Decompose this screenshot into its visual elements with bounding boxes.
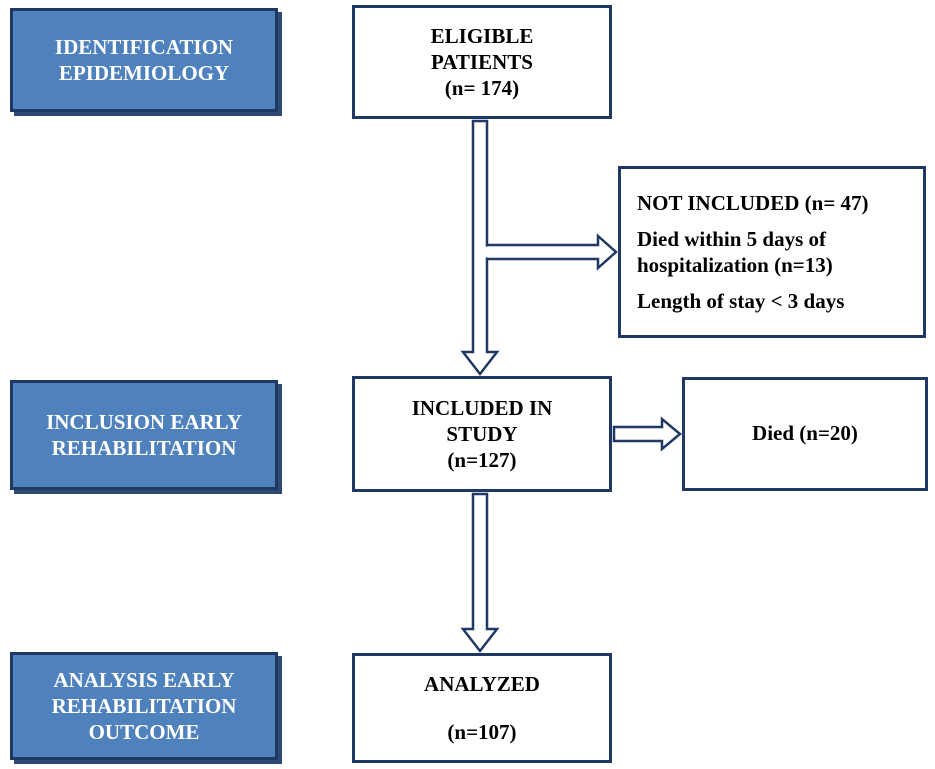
analyzed-line-1: ANALYZED xyxy=(424,671,540,696)
included-line-2: STUDY xyxy=(446,421,518,446)
phase-analysis-box: ANALYSIS EARLY REHABILITATION OUTCOME xyxy=(10,652,278,760)
arrow-right-to-died xyxy=(612,416,682,452)
not-included-line-4: Length of stay < 3 days xyxy=(637,289,845,314)
not-included-box: NOT INCLUDED (n= 47) Died within 5 days … xyxy=(618,166,926,338)
analyzed-box: ANALYZED (n=107) xyxy=(352,653,612,763)
not-included-line-2: Died within 5 days of xyxy=(637,226,827,251)
phase-inclusion-box: INCLUSION EARLY REHABILITATION xyxy=(10,380,278,490)
eligible-line-3: (n= 174) xyxy=(444,76,520,101)
eligible-line-1: ELIGIBLE xyxy=(430,23,534,48)
phase-analysis-line-3: OUTCOME xyxy=(88,720,200,745)
included-line-3: (n=127) xyxy=(447,448,517,473)
phase-analysis-line-2: REHABILITATION xyxy=(51,693,237,718)
phase-identification-line-2: EPIDEMIOLOGY xyxy=(58,61,230,85)
not-included-line-3: hospitalization (n=13) xyxy=(637,253,833,277)
died-box: Died (n=20) xyxy=(682,377,928,491)
died-line-1: Died (n=20) xyxy=(752,421,858,445)
phase-inclusion-line-1: INCLUSION EARLY xyxy=(46,409,242,434)
arrow-down-included-to-analyzed xyxy=(460,492,500,654)
arrow-down-eligible-to-included xyxy=(460,119,500,377)
included-line-1: INCLUDED IN xyxy=(411,395,553,420)
included-in-study-box: INCLUDED IN STUDY (n=127) xyxy=(352,376,612,492)
analyzed-line-2: (n=107) xyxy=(447,720,517,744)
eligible-line-2: PATIENTS xyxy=(431,49,533,74)
eligible-patients-box: ELIGIBLE PATIENTS (n= 174) xyxy=(352,5,612,119)
not-included-line-1: NOT INCLUDED (n= 47) xyxy=(637,190,869,215)
phase-identification-box: IDENTIFICATION EPIDEMIOLOGY xyxy=(10,8,278,112)
arrow-right-to-not-included xyxy=(485,233,618,271)
phase-analysis-line-1: ANALYSIS EARLY xyxy=(53,667,235,692)
phase-inclusion-line-2: REHABILITATION xyxy=(51,436,237,460)
phase-identification-line-1: IDENTIFICATION xyxy=(54,34,234,59)
